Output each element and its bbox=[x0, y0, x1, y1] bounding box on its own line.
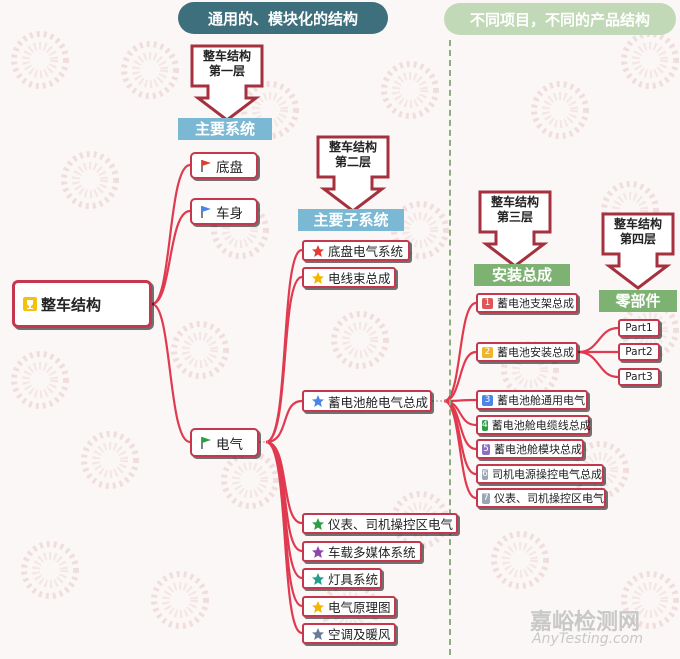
assembly-driver-power-control[interactable]: 6 司机电源操控电气总成 bbox=[476, 464, 604, 484]
blue-flag-icon bbox=[200, 205, 212, 218]
sub-system-hvac[interactable]: 空调及暖风 bbox=[302, 623, 396, 644]
assembly-number-badge: 2 bbox=[482, 346, 493, 358]
main-system-electrical[interactable]: 电气 bbox=[190, 428, 259, 457]
root-label: 整车结构 bbox=[41, 295, 102, 314]
assembly-number-badge: 4 bbox=[482, 419, 488, 431]
section-divider bbox=[449, 40, 451, 655]
yellow-star-icon bbox=[312, 271, 324, 284]
assembly-number-badge: 6 bbox=[482, 468, 488, 480]
assembly-label: 蓄电池舱电缆线总成 bbox=[491, 419, 591, 432]
sub-system-chassis-electrical[interactable]: 底盘电气系统 bbox=[302, 240, 410, 261]
sub-system-label: 仪表、司机操控区电气 bbox=[328, 517, 454, 532]
callout-layer1: 整车结构第一层 bbox=[190, 44, 264, 122]
part-node[interactable]: Part2 bbox=[618, 343, 660, 361]
blue-star-icon bbox=[312, 395, 324, 407]
assembly-number-badge: 3 bbox=[482, 394, 493, 406]
callout-layer4-line2: 第四层 bbox=[619, 232, 656, 246]
sub-system-label: 蓄电池舱电气总成 bbox=[328, 394, 429, 410]
main-system-chassis[interactable]: 底盘 bbox=[190, 152, 258, 179]
assembly-battery-module[interactable]: 5 蓄电池舱模块总成 bbox=[476, 439, 584, 459]
assembly-label: 蓄电池舱通用电气 bbox=[497, 394, 585, 407]
callout-layer1-line2: 第一层 bbox=[208, 64, 245, 78]
assembly-battery-general-electrical[interactable]: 3 蓄电池舱通用电气 bbox=[476, 390, 588, 410]
assembly-number-badge: 7 bbox=[482, 492, 490, 504]
level-sub-systems: 主要子系统 bbox=[298, 209, 404, 231]
watermark-cn: 嘉峪检测网 bbox=[530, 610, 641, 635]
assembly-battery-cable[interactable]: 4 蓄电池舱电缆线总成 bbox=[476, 415, 591, 435]
red-star-icon bbox=[312, 244, 324, 257]
part-node[interactable]: Part1 bbox=[618, 319, 660, 337]
green-flag-icon bbox=[200, 436, 212, 449]
sub-system-label: 灯具系统 bbox=[328, 572, 379, 587]
watermark-en: AnyTesting.com bbox=[532, 631, 643, 647]
callout-layer2: 整车结构第二层 bbox=[316, 135, 390, 213]
sub-system-label: 电气原理图 bbox=[328, 600, 391, 615]
callout-layer2-line1: 整车结构 bbox=[328, 140, 377, 154]
sub-system-lighting[interactable]: 灯具系统 bbox=[302, 568, 382, 589]
assembly-number-badge: 5 bbox=[482, 443, 490, 455]
assembly-label: 蓄电池支架总成 bbox=[497, 297, 574, 310]
sub-system-label: 空调及暖风 bbox=[328, 627, 391, 642]
assembly-battery-bracket[interactable]: 1 蓄电池支架总成 bbox=[476, 293, 578, 313]
header-project-structure: 不同项目，不同的产品结构 bbox=[444, 3, 676, 35]
main-system-label: 车身 bbox=[216, 205, 243, 222]
callout-layer1-line1: 整车结构 bbox=[202, 49, 251, 63]
assembly-dashboard-electrical[interactable]: 7 仪表、司机操控区电气 bbox=[476, 488, 606, 508]
callout-layer4: 整车结构第四层 bbox=[601, 212, 675, 290]
main-system-body[interactable]: 车身 bbox=[190, 198, 258, 225]
sub-system-multimedia[interactable]: 车载多媒体系统 bbox=[302, 541, 422, 562]
level-assemblies: 安装总成 bbox=[474, 264, 570, 286]
sub-system-label: 底盘电气系统 bbox=[328, 244, 404, 259]
header-generic-structure: 通用的、模块化的结构 bbox=[178, 2, 388, 34]
sub-system-label: 车载多媒体系统 bbox=[328, 545, 416, 560]
sub-system-wire-harness[interactable]: 电线束总成 bbox=[302, 267, 396, 288]
assembly-battery-mounting[interactable]: 2 蓄电池安装总成 bbox=[476, 342, 578, 362]
callout-layer3-line1: 整车结构 bbox=[490, 195, 539, 209]
assembly-label: 仪表、司机操控区电气 bbox=[494, 492, 604, 505]
red-flag-icon bbox=[200, 159, 212, 172]
level-main-systems: 主要系统 bbox=[178, 118, 272, 140]
root-node[interactable]: 整车结构 bbox=[12, 280, 152, 328]
sub-system-dashboard-electrical[interactable]: 仪表、司机操控区电气 bbox=[302, 513, 458, 534]
assembly-label: 蓄电池舱模块总成 bbox=[494, 443, 582, 456]
yellow-star-icon bbox=[312, 600, 324, 613]
sub-system-battery-compartment[interactable]: 蓄电池舱电气总成 bbox=[302, 390, 432, 412]
assembly-label: 蓄电池安装总成 bbox=[497, 346, 574, 359]
callout-layer3: 整车结构第三层 bbox=[478, 190, 552, 268]
callout-layer4-line1: 整车结构 bbox=[613, 217, 662, 231]
level-parts: 零部件 bbox=[599, 290, 677, 312]
sub-system-schematic[interactable]: 电气原理图 bbox=[302, 596, 396, 617]
purple-star-icon bbox=[312, 545, 324, 558]
teal-star-icon bbox=[312, 572, 324, 585]
main-system-label: 电气 bbox=[216, 436, 243, 453]
green-star-icon bbox=[312, 517, 324, 530]
callout-layer2-line2: 第二层 bbox=[334, 155, 371, 169]
assembly-label: 司机电源操控电气总成 bbox=[492, 468, 602, 481]
sub-system-label: 电线束总成 bbox=[328, 271, 391, 286]
trophy-icon bbox=[23, 297, 37, 311]
assembly-number-badge: 1 bbox=[482, 297, 493, 309]
main-system-label: 底盘 bbox=[216, 159, 243, 176]
part-node[interactable]: Part3 bbox=[618, 368, 660, 386]
slate-star-icon bbox=[312, 627, 324, 640]
callout-layer3-line2: 第三层 bbox=[496, 210, 533, 224]
